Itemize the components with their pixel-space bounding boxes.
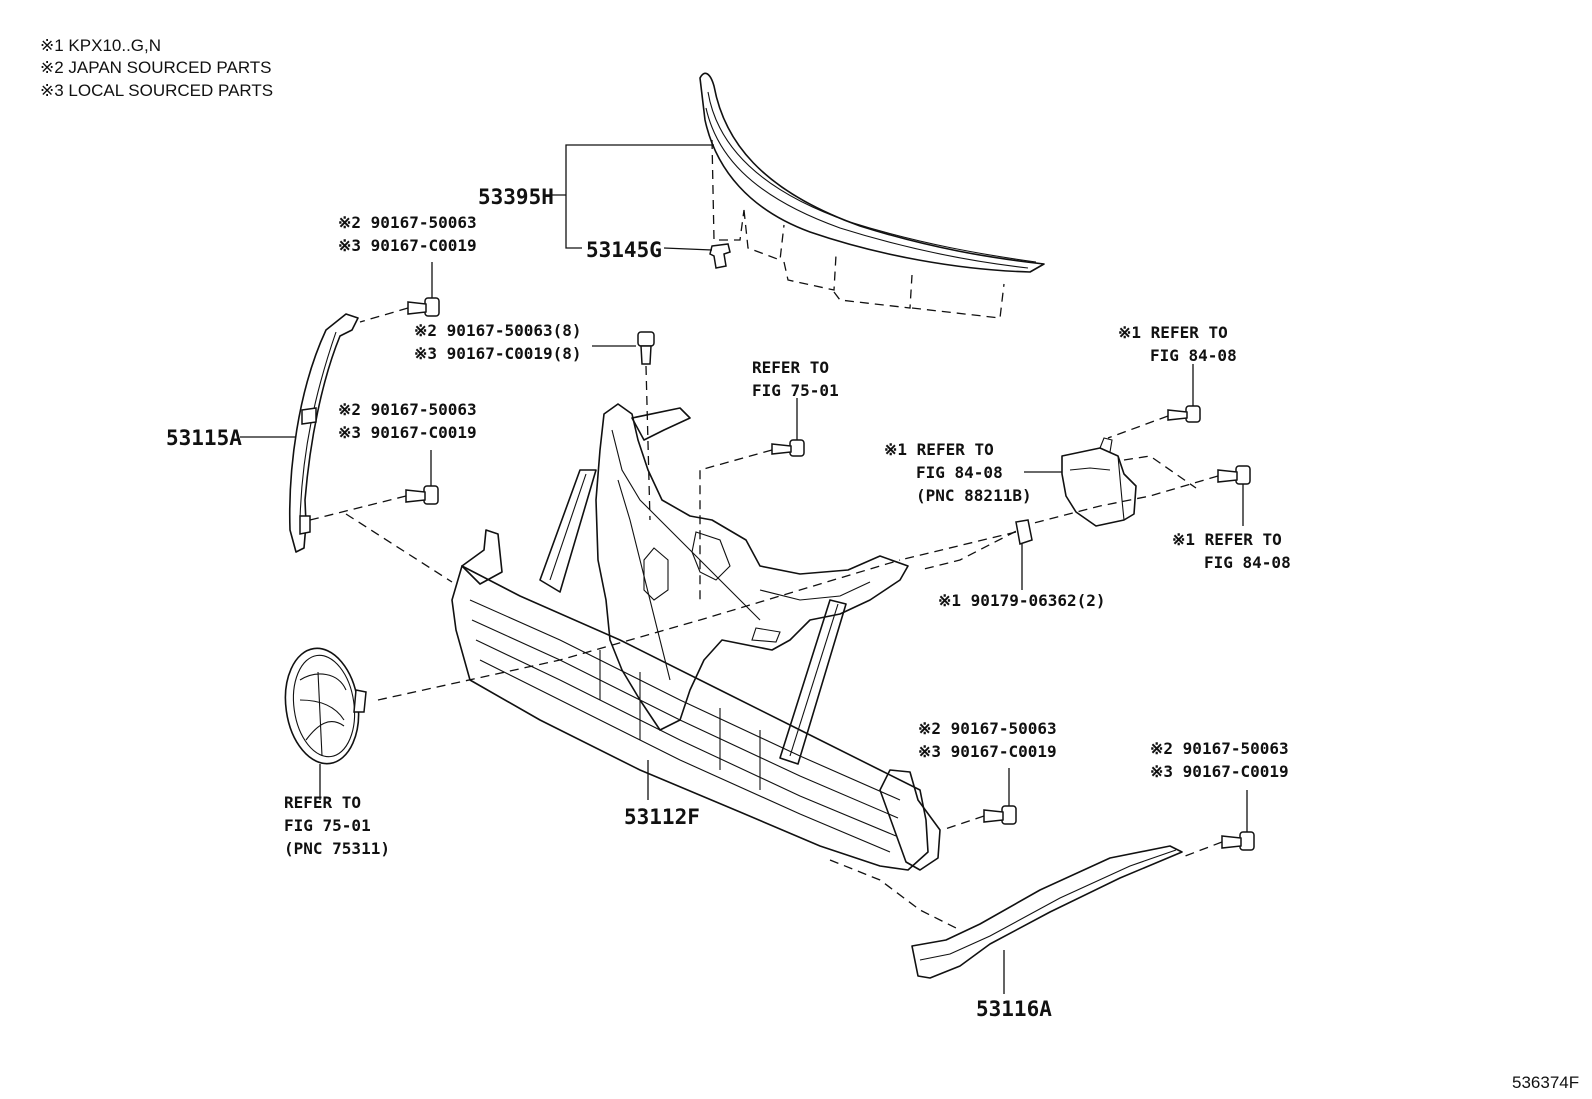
screw-mid[interactable] (771, 439, 805, 457)
label-refer-tr-2: FIG 84-08 (1150, 346, 1237, 365)
nut-90179[interactable] (1015, 519, 1033, 545)
label-nut: ※1 90179-06362(2) (938, 591, 1106, 610)
bolt-far-right[interactable] (1221, 831, 1255, 851)
label-refer-sensor-1: ※1 REFER TO (884, 440, 994, 459)
label-bolt-tl-3: ※3 90167-C0019 (338, 236, 477, 255)
label-bolt-ml-3: ※3 90167-C0019 (338, 423, 477, 442)
dash-bolt-fr (1179, 841, 1223, 859)
dash-emblem (377, 559, 901, 701)
bolt-mid-left[interactable] (405, 485, 439, 505)
label-refer-r-2: FIG 84-08 (1204, 553, 1291, 572)
legend-note-3: ※3 LOCAL SOURCED PARTS (40, 81, 274, 100)
radar-sensor[interactable] (1061, 437, 1137, 527)
bolt-bottom-right[interactable] (983, 805, 1017, 825)
bolt-top-left[interactable] (407, 297, 440, 317)
label-53115A: 53115A (166, 426, 242, 450)
grille-support-53112F[interactable] (451, 403, 941, 871)
label-refer-mid-1: REFER TO (752, 358, 829, 377)
dash-sensor (1123, 455, 1197, 489)
label-53112F: 53112F (624, 805, 700, 829)
label-refer-emb-2: FIG 75-01 (284, 816, 371, 835)
dash-bolt-tr (1107, 415, 1169, 439)
label-refer-r-1: ※1 REFER TO (1172, 530, 1282, 549)
label-refer-mid-2: FIG 75-01 (752, 381, 839, 400)
dash-bolt-ml (309, 495, 453, 583)
front-emblem[interactable] (278, 644, 367, 769)
label-bolt-top-3: ※3 90167-C0019(8) (414, 344, 582, 363)
dash-nut (899, 531, 1017, 561)
dash-lower-molding (829, 859, 961, 931)
dash-bolt-tl (359, 307, 409, 323)
label-53145G: 53145G (586, 238, 662, 262)
upper-molding-53395H[interactable] (699, 72, 1045, 319)
label-53395H: 53395H (478, 185, 554, 209)
label-bolt-br-3: ※3 90167-C0019 (918, 742, 1057, 761)
label-refer-tr-1: ※1 REFER TO (1118, 323, 1228, 342)
bolt-top-right[interactable] (1167, 405, 1201, 423)
label-refer-emb-1: REFER TO (284, 793, 361, 812)
figure-id: 536374F (1512, 1073, 1579, 1092)
label-refer-sensor-3: (PNC 88211B) (916, 486, 1032, 505)
label-bolt-fr-3: ※3 90167-C0019 (1150, 762, 1289, 781)
lower-molding-53116A[interactable] (911, 845, 1183, 979)
label-bolt-ml-2: ※2 90167-50063 (338, 400, 477, 419)
label-refer-sensor-2: FIG 84-08 (916, 463, 1003, 482)
legend-note-2: ※2 JAPAN SOURCED PARTS (40, 58, 272, 77)
label-bolt-tl-2: ※2 90167-50063 (338, 213, 477, 232)
dash-bolt-top (645, 365, 651, 521)
leader-53395H (552, 144, 714, 249)
label-53116A: 53116A (976, 997, 1052, 1021)
legend-note-1: ※1 KPX10..G,N (40, 36, 162, 55)
label-refer-emb-3: (PNC 75311) (284, 839, 390, 858)
label-bolt-br-2: ※2 90167-50063 (918, 719, 1057, 738)
side-bracket-53115A[interactable] (288, 313, 359, 553)
clip-53145G[interactable] (663, 243, 731, 269)
label-bolt-top-2: ※2 90167-50063(8) (414, 321, 582, 340)
bolt-top-center[interactable] (637, 331, 655, 365)
bolt-right[interactable] (1217, 465, 1251, 485)
dash-bolt-br (941, 815, 985, 831)
dash-bolt-r (919, 475, 1219, 571)
label-bolt-fr-2: ※2 90167-50063 (1150, 739, 1289, 758)
